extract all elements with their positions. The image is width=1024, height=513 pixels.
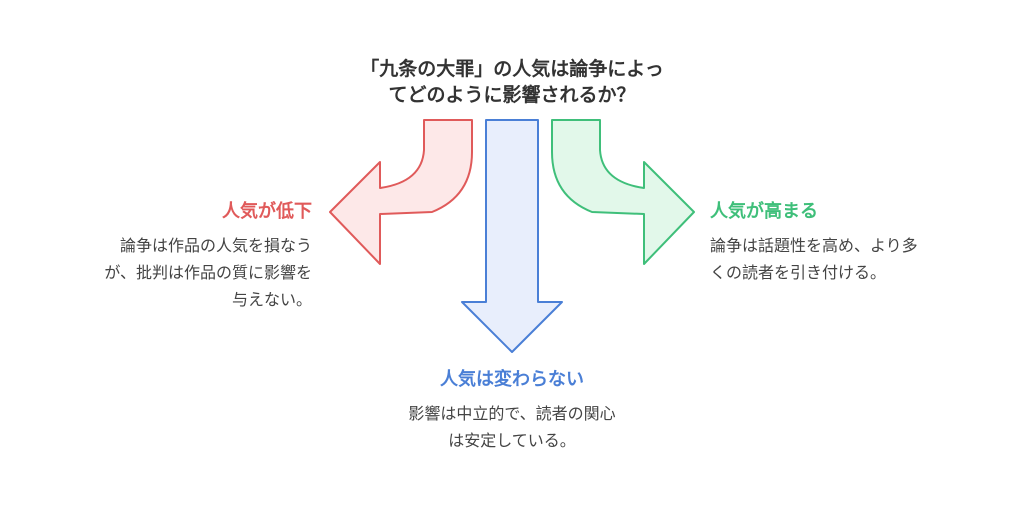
description-line: くの読者を引き付ける。 — [710, 263, 887, 282]
question-line-2: てどのように影響されるか？ — [388, 84, 636, 106]
description-increase: 論争は話題性を高め、より多 くの読者を引き付ける。 — [710, 232, 918, 286]
arrow-down-icon — [461, 119, 563, 353]
description-decrease: 論争は作品の人気を損なう が、批判は作品の質に影響を 与えない。 — [104, 232, 312, 313]
description-line: 与えない。 — [231, 290, 312, 309]
description-line: 影響は中立的で、読者の関心 — [408, 404, 616, 423]
description-line: が、批判は作品の質に影響を — [104, 263, 312, 282]
arrow-curve-left-icon — [329, 119, 473, 265]
question-line-1: 「九条の大罪」の人気は論争によっ — [360, 58, 664, 80]
description-unchanged: 影響は中立的で、読者の関心 は安定している。 — [362, 400, 662, 454]
description-line: 論争は話題性を高め、より多 — [710, 236, 918, 255]
central-question: 「九条の大罪」の人気は論争によっ てどのように影響されるか？ — [322, 56, 702, 108]
heading-decrease: 人気が低下 — [222, 201, 312, 222]
heading-unchanged: 人気は変わらない — [440, 369, 584, 390]
description-line: 論争は作品の人気を損なう — [119, 236, 312, 255]
arrow-curve-right-icon — [551, 119, 695, 265]
description-line: は安定している。 — [448, 431, 576, 450]
heading-increase: 人気が高まる — [710, 201, 818, 222]
